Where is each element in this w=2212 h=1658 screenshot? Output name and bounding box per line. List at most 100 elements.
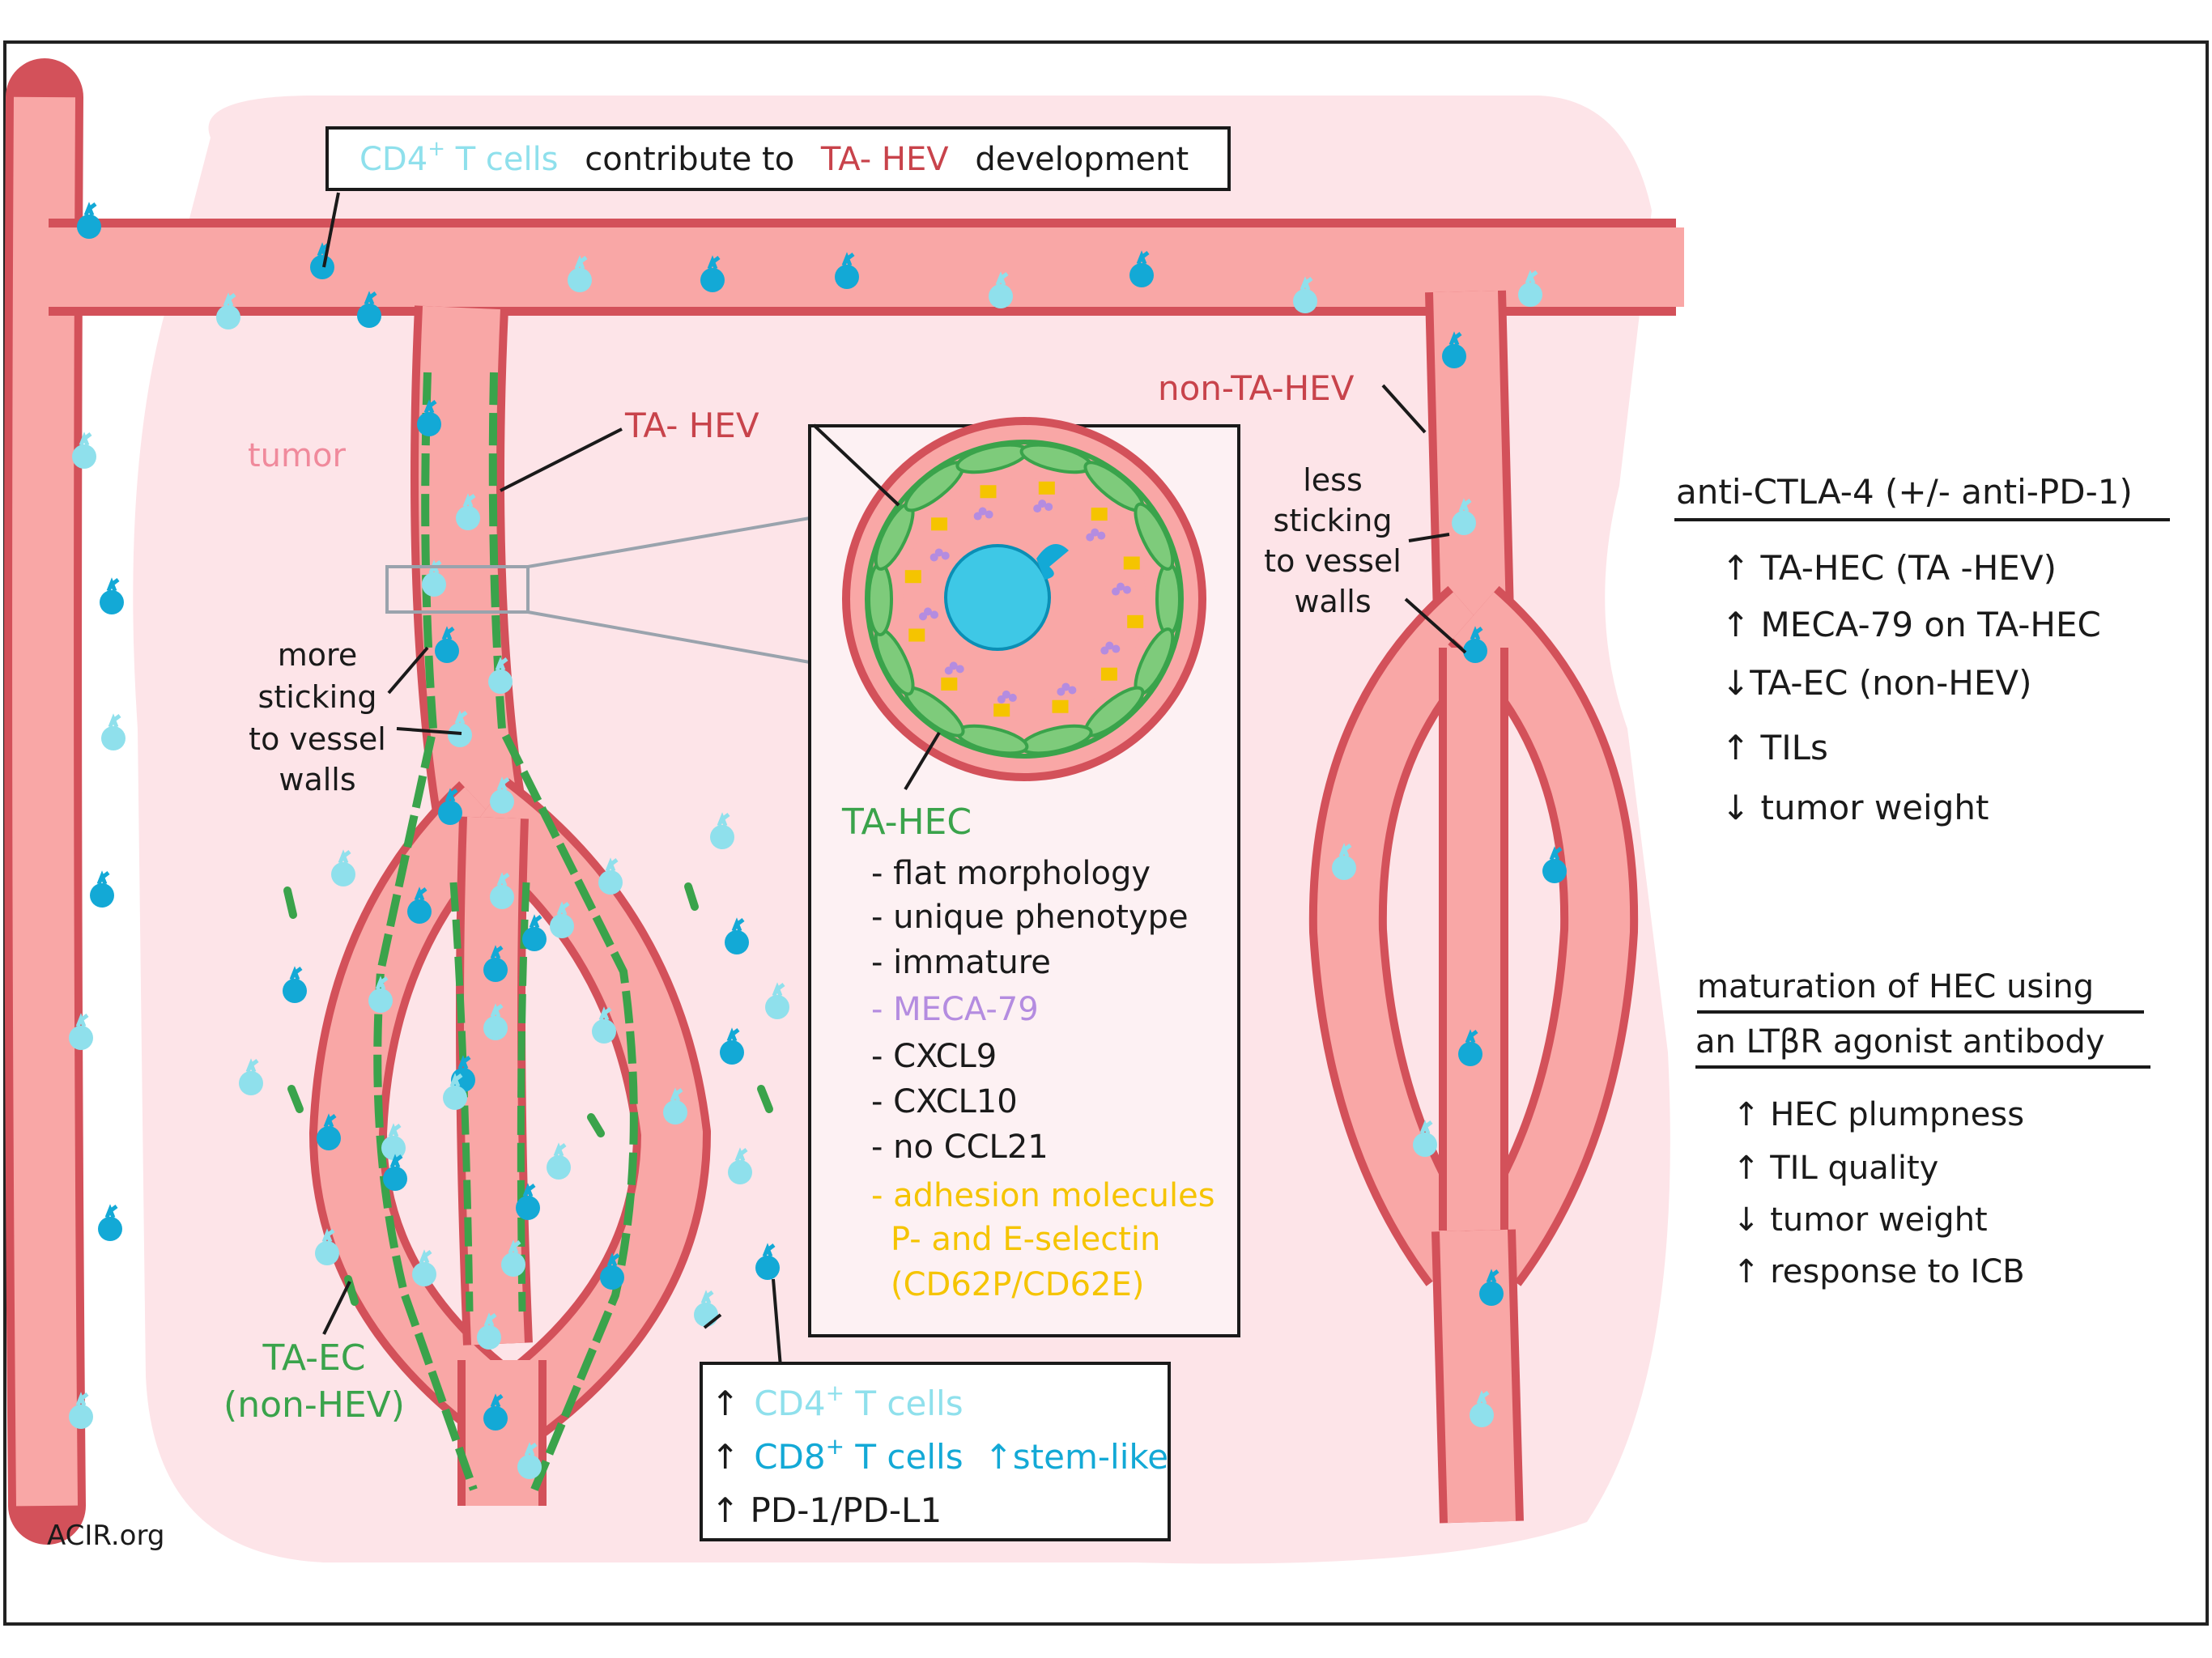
t-cells xyxy=(69,202,1567,1479)
ctla-items: ↑ TA-HEC (TA -HEV)↑ MECA-79 on TA-HEC↓TA… xyxy=(1721,548,2101,827)
cd4-t-cell xyxy=(477,1312,501,1350)
more-sticking-line-1: more xyxy=(278,637,357,673)
meca79-dot xyxy=(973,512,982,521)
cd8-t-cell xyxy=(438,788,462,825)
adhesion-mark xyxy=(1100,667,1117,681)
ctla-item: ↑ TILs xyxy=(1721,728,1828,767)
adhesion-mark xyxy=(1091,508,1108,521)
ctla-title: anti-CTLA-4 (+/- anti-PD-1) xyxy=(1676,472,2133,512)
ltbr-item: ↑ TIL quality xyxy=(1733,1150,1938,1187)
cd4-t-cell xyxy=(989,271,1013,308)
meca79-dot xyxy=(941,551,950,560)
cd4-t-cell xyxy=(381,1123,406,1160)
inset-item: - adhesion molecules xyxy=(871,1177,1215,1214)
meca79-dot xyxy=(1112,587,1121,596)
hec-cell xyxy=(1134,502,1175,571)
meca79-dot xyxy=(918,612,927,621)
adhesion-mark xyxy=(980,485,997,499)
cd4-t-cell xyxy=(1413,1120,1437,1157)
more-sticking-line-3: to vessel xyxy=(249,721,386,757)
cd8-t-cell xyxy=(1129,250,1154,287)
adhesion-molecules-marks xyxy=(904,481,1144,717)
cd8-t-cell xyxy=(435,626,459,663)
cd4-t-cell xyxy=(315,1228,339,1265)
ctla-item: ↓ tumor weight xyxy=(1721,788,1989,827)
non-ta-hev-vessel xyxy=(1308,290,1639,1524)
bottom-line-1-arrow: ↑ xyxy=(711,1384,739,1423)
cd8-t-cell xyxy=(483,945,508,982)
bottom-box xyxy=(700,1362,1171,1541)
cd4-t-cell xyxy=(1332,843,1356,880)
inset-item: (CD62P/CD62E) xyxy=(891,1266,1144,1303)
cd8-t-cell xyxy=(516,1183,540,1220)
vessel-cross-section xyxy=(842,417,1206,781)
top-development: development xyxy=(975,141,1189,178)
bottom-line-2: ↑CD8+ T cells↑stem-like xyxy=(711,1433,1168,1477)
bottom-line-1: ↑CD4+ T cells xyxy=(711,1380,963,1423)
cd4-t-cell xyxy=(550,901,574,938)
cd8-t-cell xyxy=(100,577,124,614)
inset-items: - flat morphology- unique phenotype- imm… xyxy=(871,855,1215,1303)
cd4-t-cell xyxy=(517,1442,542,1479)
cd4-t-cell xyxy=(72,432,96,469)
hec-cells xyxy=(867,443,1181,755)
cd4-t-cell xyxy=(501,1239,525,1277)
meca79-dot xyxy=(1068,686,1077,695)
cd4-t-cell xyxy=(488,657,513,694)
cd4-t-cell xyxy=(1518,270,1542,307)
inset-item: P- and E-selectin xyxy=(891,1221,1160,1258)
bottom-line-2-arrow: ↑ xyxy=(711,1437,739,1477)
inset-item: - no CCL21 xyxy=(871,1129,1049,1166)
cd4-t-cell xyxy=(216,292,240,329)
bottom-line-2-sup: + xyxy=(826,1433,844,1460)
more-sticking-line-4: walls xyxy=(279,762,355,797)
cd4-t-cell xyxy=(547,1142,571,1180)
cd4-t-cell xyxy=(456,493,480,530)
cd8-t-cell xyxy=(1542,846,1567,883)
cd4-t-cell xyxy=(239,1058,263,1095)
zoom-line-bottom xyxy=(527,610,810,664)
adhesion-mark xyxy=(1038,481,1055,495)
inset-item: - CXCL9 xyxy=(871,1038,997,1075)
meca79-dot xyxy=(1008,693,1017,702)
cd8-t-cell xyxy=(1479,1269,1504,1306)
non-ta-hev-label: non-TA-HEV xyxy=(1158,368,1355,408)
cd4-t-cell xyxy=(1452,498,1476,535)
cd8-t-cell xyxy=(725,917,749,954)
top-tahev: TA- HEV xyxy=(820,141,949,178)
ltbr-items: ↑ HEC plumpness ↑ TIL quality ↓ tumor weig… xyxy=(1733,1096,2025,1290)
ltbr-item: ↓ tumor weight xyxy=(1733,1201,1988,1239)
ltbr-item: ↑ HEC plumpness xyxy=(1733,1096,2024,1133)
cd8-t-cell xyxy=(407,886,432,924)
cd4-t-cell xyxy=(368,976,393,1013)
meca79-dot xyxy=(1112,644,1121,653)
cd8-t-cell xyxy=(522,914,547,951)
hec-cell xyxy=(867,562,893,636)
ltbr-item: ↑ response to ICB xyxy=(1733,1253,2025,1290)
cd8-t-cell xyxy=(383,1154,407,1191)
cd8-t-cell xyxy=(98,1204,122,1241)
bottom-line-2-tcells: T cells xyxy=(844,1437,963,1477)
inset-item: - CXCL10 xyxy=(871,1083,1018,1120)
ltbr-title-line-1: maturation of HEC using xyxy=(1697,968,2094,1005)
adhesion-mark xyxy=(993,704,1010,717)
more-sticking-line-2: sticking xyxy=(258,679,377,715)
less-sticking-line-3: to vessel xyxy=(1264,543,1402,579)
top-contribute: contribute to xyxy=(585,141,794,178)
ctla-item: ↓TA-EC (non-HEV) xyxy=(1721,663,2031,703)
inset-item: - MECA-79 xyxy=(871,991,1039,1028)
bottom-line-2-cd8: CD8 xyxy=(754,1437,825,1477)
ta-hev-label: TA- HEV xyxy=(624,406,759,445)
ta-ec-label: TA-EC (non-HEV) xyxy=(223,1337,405,1426)
cd8-t-cell xyxy=(1463,626,1487,663)
meca79-dots xyxy=(918,500,1132,704)
bottom-line-1-sup: + xyxy=(826,1380,844,1406)
meca79-dot xyxy=(1100,646,1109,655)
cd8-t-cell xyxy=(835,252,859,289)
inset-item: - unique phenotype xyxy=(871,899,1189,936)
cd4-t-cell xyxy=(710,812,734,849)
cd8-t-cell xyxy=(1442,331,1466,368)
t-cell-in-lumen xyxy=(944,544,1051,651)
cd8-t-cell xyxy=(417,399,441,436)
